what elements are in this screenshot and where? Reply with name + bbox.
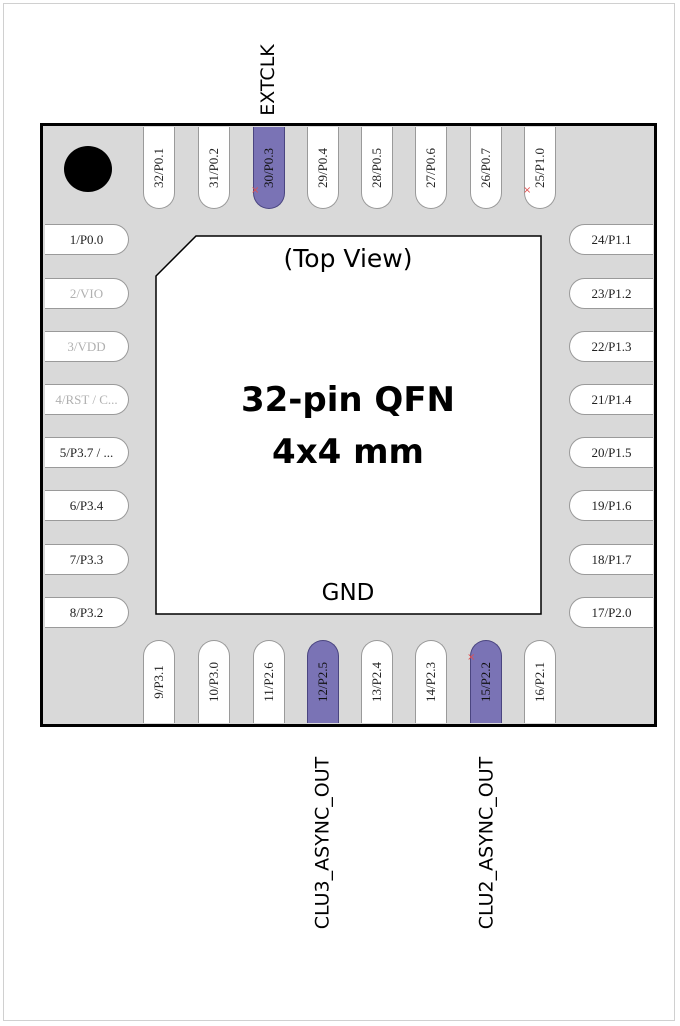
pin-label: 5/P3.7 / ... [59,445,114,460]
pin-label: 29/P0.4 [315,147,330,188]
pin-1[interactable]: 1/P0.0 [45,224,129,255]
pin-16[interactable]: 16/P2.1 [524,640,556,723]
pin-label: 23/P1.2 [591,286,632,301]
diagram-frame [3,3,675,1021]
pin-12[interactable]: 12/P2.5 [307,640,339,723]
pin-label: 3/VDD [67,339,106,354]
pin-19[interactable]: 19/P1.6 [569,490,653,521]
pin-32[interactable]: 32/P0.1 [143,127,175,209]
pin-27[interactable]: 27/P0.6 [415,127,447,209]
pin-label: 9/P3.1 [151,665,166,699]
pin-label: 13/P2.4 [369,661,384,703]
x-marker-icon: × [467,652,476,663]
die-pad [155,235,542,615]
pin-label: 31/P0.2 [206,147,221,188]
pin-label: 19/P1.6 [591,498,632,513]
pin-label: 17/P2.0 [591,605,632,620]
pin-label: 7/P3.3 [69,552,104,567]
pin-label: 4/RST / C... [55,392,118,407]
pin-7[interactable]: 7/P3.3 [45,544,129,575]
pin-label: 24/P1.1 [591,232,632,247]
pin-23[interactable]: 23/P1.2 [569,278,653,309]
pin-25[interactable]: 25/P1.0 [524,127,556,209]
pin-label: 18/P1.7 [591,552,632,567]
pin-label: 2/VIO [69,286,104,301]
pin-label: 10/P3.0 [206,661,221,703]
pin-label: 21/P1.4 [591,392,632,407]
qfn-package-body [40,123,657,727]
pin-14[interactable]: 14/P2.3 [415,640,447,723]
pin-label: 20/P1.5 [591,445,632,460]
pin-label: 12/P2.5 [315,661,330,703]
pin-label: 32/P0.1 [151,147,166,188]
pin-8[interactable]: 8/P3.2 [45,597,129,628]
pin-label: 30/P0.3 [261,147,276,188]
top-view-label: (Top View) [283,244,413,273]
gnd-label: GND [321,580,375,606]
x-marker-icon: × [251,185,260,196]
pin-label: 6/P3.4 [69,498,104,513]
signal-clu3-async-out: CLU3_ASYNC_OUT [310,756,333,930]
pin-31[interactable]: 31/P0.2 [198,127,230,209]
pin-11[interactable]: 11/P2.6 [253,640,285,723]
pin-30[interactable]: 30/P0.3 [253,127,285,209]
pin-label: 26/P0.7 [478,147,493,188]
pin-label: 28/P0.5 [369,147,384,188]
pin-15[interactable]: 15/P2.2 [470,640,502,723]
pin-20[interactable]: 20/P1.5 [569,437,653,468]
pin-label: 11/P2.6 [261,662,276,702]
signal-clu2-async-out: CLU2_ASYNC_OUT [474,756,497,930]
pin-label: 16/P2.1 [532,661,547,703]
signal-extclk: EXTCLK [256,44,279,116]
pin-26[interactable]: 26/P0.7 [470,127,502,209]
pin-28[interactable]: 28/P0.5 [361,127,393,209]
pin-18[interactable]: 18/P1.7 [569,544,653,575]
pin1-dot-icon [64,146,112,192]
pin-2[interactable]: 2/VIO [45,278,129,309]
pin-5[interactable]: 5/P3.7 / ... [45,437,129,468]
pin-21[interactable]: 21/P1.4 [569,384,653,415]
pin-label: 27/P0.6 [423,147,438,188]
pin-4[interactable]: 4/RST / C... [45,384,129,415]
pin-22[interactable]: 22/P1.3 [569,331,653,362]
pin-label: 14/P2.3 [423,661,438,703]
pin-29[interactable]: 29/P0.4 [307,127,339,209]
pin-6[interactable]: 6/P3.4 [45,490,129,521]
pin-13[interactable]: 13/P2.4 [361,640,393,723]
pin-24[interactable]: 24/P1.1 [569,224,653,255]
pin-label: 25/P1.0 [532,147,547,188]
pin-17[interactable]: 17/P2.0 [569,597,653,628]
pin-label: 22/P1.3 [591,339,632,354]
package-size: 4x4 mm [272,432,424,472]
pin-label: 8/P3.2 [69,605,104,620]
pin-9[interactable]: 9/P3.1 [143,640,175,723]
pin-10[interactable]: 10/P3.0 [198,640,230,723]
x-marker-icon: × [523,185,532,196]
pin-label: 1/P0.0 [69,232,104,247]
pin-label: 15/P2.2 [478,661,493,703]
pin-3[interactable]: 3/VDD [45,331,129,362]
package-name: 32-pin QFN [240,380,456,420]
